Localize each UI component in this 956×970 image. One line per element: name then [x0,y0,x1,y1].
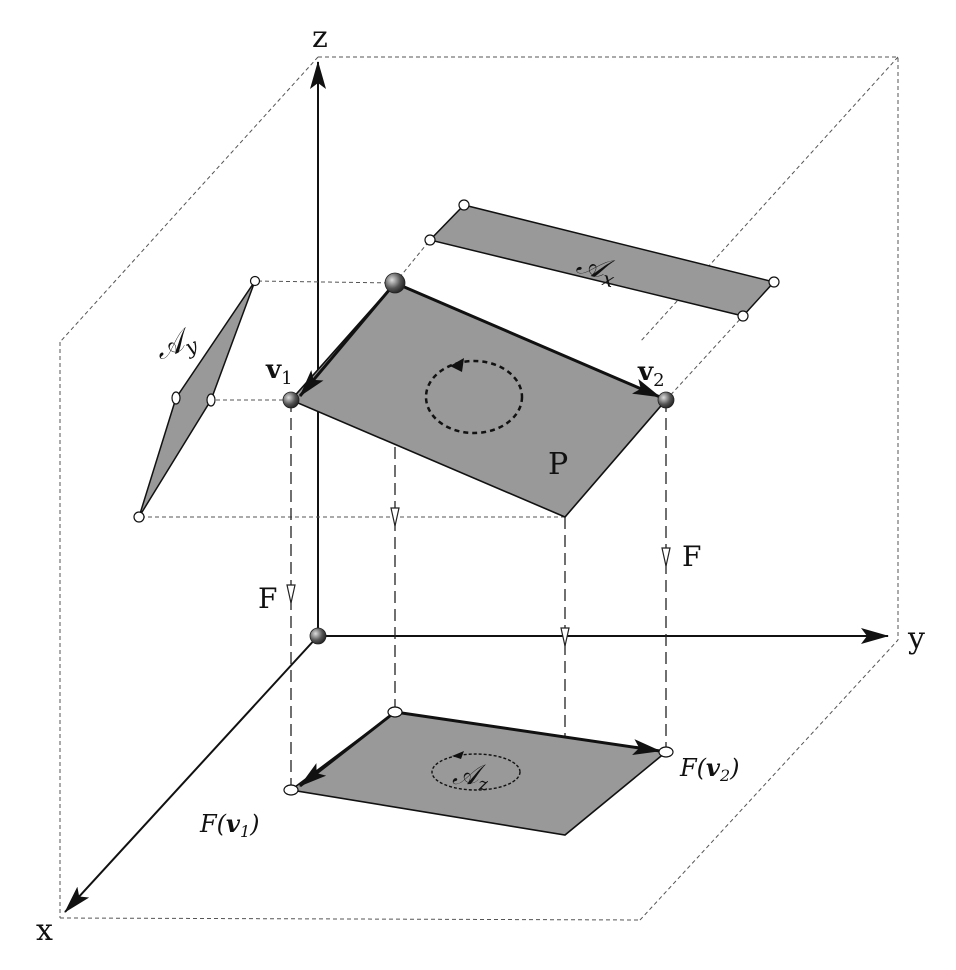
force-arrowheads [286,507,671,647]
y-axis-label: y [907,621,925,656]
fv1-label: F(v1) [199,809,260,841]
circulation-p [424,359,524,435]
axes [64,61,889,913]
bounding-box [59,56,899,921]
force-label-right: F [682,540,701,573]
projection-ay [138,280,256,518]
circulation-arrow-icon [450,358,464,372]
image-v2-edge [394,710,661,755]
ay-label: 𝒜y [150,320,202,370]
fv2-label: F(v2) [679,753,740,785]
shaded-points [282,272,675,645]
z-axis-label: z [312,20,328,55]
x-axis [64,635,319,913]
image-v1-edge [299,710,396,788]
force-label-left: F [258,582,277,615]
force-lines [290,285,667,835]
v2-label: v2 [637,357,665,391]
circulation-az [431,753,521,791]
v1-label: v1 [265,355,293,389]
hollow-points [133,199,780,796]
vector-v2-edge [394,281,661,399]
plane-label: P [548,447,568,482]
circulation-az-arrow-icon [452,751,464,759]
vector-v1-edge [298,282,397,397]
x-axis-label: x [36,913,53,948]
